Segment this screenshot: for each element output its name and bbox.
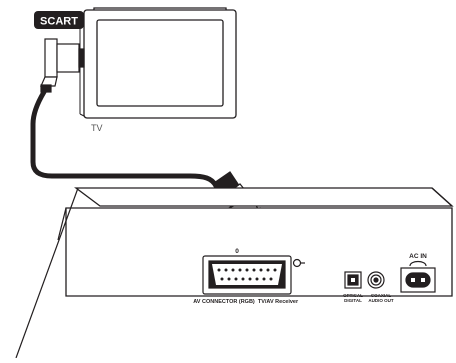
ac-in-socket	[400, 260, 436, 293]
tv-label: TV	[91, 123, 103, 133]
coaxial-label-line2: AUDIO OUT	[368, 298, 394, 303]
optical-port	[344, 271, 362, 289]
scart-badge-label: SCART	[40, 16, 78, 28]
ac-in-label: AC IN	[409, 253, 427, 260]
tv-av-receiver-label: TV/AV Receiver	[258, 299, 299, 305]
cut-lines	[15, 187, 79, 359]
av-connector-label: AV CONNECTOR (RGB)	[193, 299, 255, 305]
scart-port-number: 0	[235, 248, 239, 255]
coaxial-port	[367, 271, 385, 289]
coaxial-label-line1: COAXIAL	[371, 293, 392, 298]
scart-badge: SCART	[34, 11, 84, 29]
tv-monitor	[79, 7, 237, 119]
optical-label-line1: OPTICAL	[343, 293, 363, 298]
optical-label-line2: DIGITAL	[344, 298, 362, 303]
av-connector-port: 0	[202, 248, 305, 295]
scart-cable	[30, 89, 219, 189]
tv-scart-plug	[40, 38, 85, 93]
